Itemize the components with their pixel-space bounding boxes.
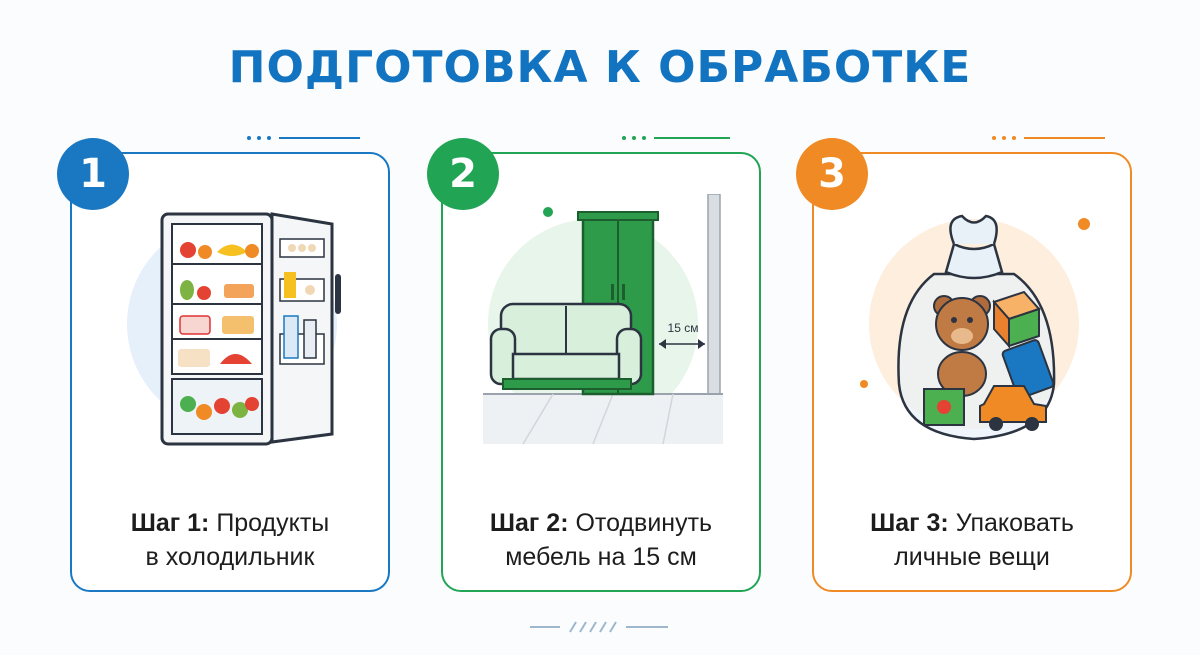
step-label: Шаг 3: xyxy=(870,509,949,537)
step-text-line1: Продукты xyxy=(216,509,330,537)
decor-dots-icon xyxy=(622,136,730,140)
step-text-line2: в холодильник xyxy=(145,543,315,571)
step-number-badge: 2 xyxy=(427,138,499,210)
step-text-line2: личные вещи xyxy=(894,543,1050,571)
open-fridge-icon xyxy=(127,212,341,446)
bag-of-toys-icon xyxy=(860,214,1090,441)
decor-dots-icon xyxy=(247,136,360,140)
step-number-badge: 3 xyxy=(796,138,868,210)
step-caption: Шаг 1: Продукты в холодильник xyxy=(72,506,388,574)
footer-decor-icon xyxy=(530,621,668,633)
step-caption: Шаг 2: Отодвинуть мебель на 15 см xyxy=(443,506,759,574)
step-card-1: Шаг 1: Продукты в холодильник xyxy=(70,152,390,592)
step-label: Шаг 2: xyxy=(489,509,569,537)
step-card-3: Шаг 3: Упаковать личные вещи xyxy=(812,152,1132,592)
step-card-2: 15 см Шаг 2: Отодвинуть мебель на 15 см xyxy=(441,152,761,592)
step-text-line1: Упаковать xyxy=(955,509,1074,537)
step-text-line1: Отодвинуть xyxy=(575,509,713,537)
sofa-wardrobe-icon: 15 см xyxy=(483,194,723,445)
step-label: Шаг 1: xyxy=(130,509,210,537)
page-title: ПОДГОТОВКА К ОБРАБОТКЕ xyxy=(228,42,972,93)
step-text-line2: мебель на 15 см xyxy=(505,543,697,571)
decor-dots-icon xyxy=(992,136,1105,140)
step-caption: Шаг 3: Упаковать личные вещи xyxy=(814,506,1130,574)
step-number-badge: 1 xyxy=(57,138,129,210)
gap-measure-label: 15 см xyxy=(668,321,699,335)
